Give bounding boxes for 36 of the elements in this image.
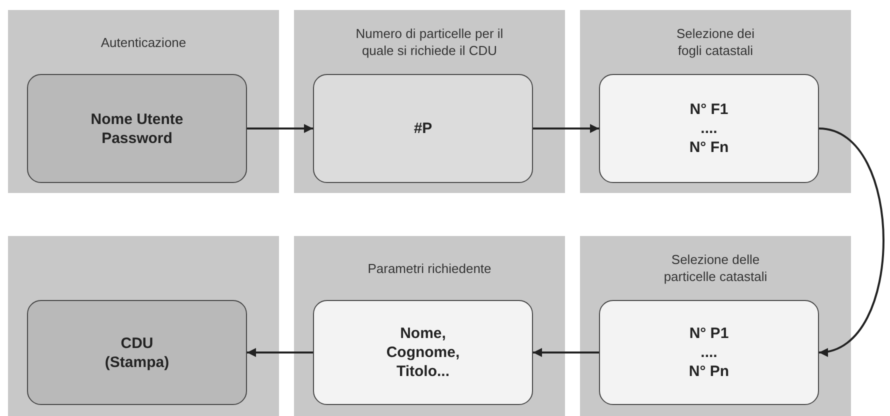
box-text: Cognome, [386,343,460,362]
process-box [599,300,819,405]
stage-heading: Selezione delle particelle catastali [662,251,768,285]
box-text: N° Pn [688,362,730,381]
arrow [818,128,884,355]
arrow [247,124,313,133]
process-box [313,74,533,183]
box-text: CDU [120,334,154,352]
arrow [247,348,313,357]
box-text: Titolo... [396,362,450,381]
box-text: #P [414,119,432,138]
stage-heading: Parametri richiedente [368,260,492,276]
stage-heading: Autenticazione [100,34,186,50]
arrow [533,348,599,357]
arrow [533,124,599,133]
box-text: .... [700,119,718,138]
box-text: Nome, [400,324,446,343]
stage-panel [8,10,279,193]
stage-heading: Selezione dei fogli catastali [675,25,756,59]
stage-panel [8,236,279,416]
box-text: Password [102,128,172,148]
stage-panel [580,236,851,416]
process-box [27,74,247,183]
stage-panel [294,10,565,193]
box-text: N° Fn [689,138,729,157]
process-box [313,300,533,405]
box-text: N° F1 [690,100,728,119]
box-text: (Stampa) [104,352,170,372]
stage-panel [580,10,851,193]
stage-panel [294,236,565,416]
box-text: .... [700,343,718,362]
box-text: Nome Utente [90,110,184,128]
box-text: N° P1 [689,324,729,343]
stage-heading: Numero di particelle per il quale si richiede il CDU [354,25,504,59]
process-box [599,74,819,183]
process-box [27,300,247,405]
